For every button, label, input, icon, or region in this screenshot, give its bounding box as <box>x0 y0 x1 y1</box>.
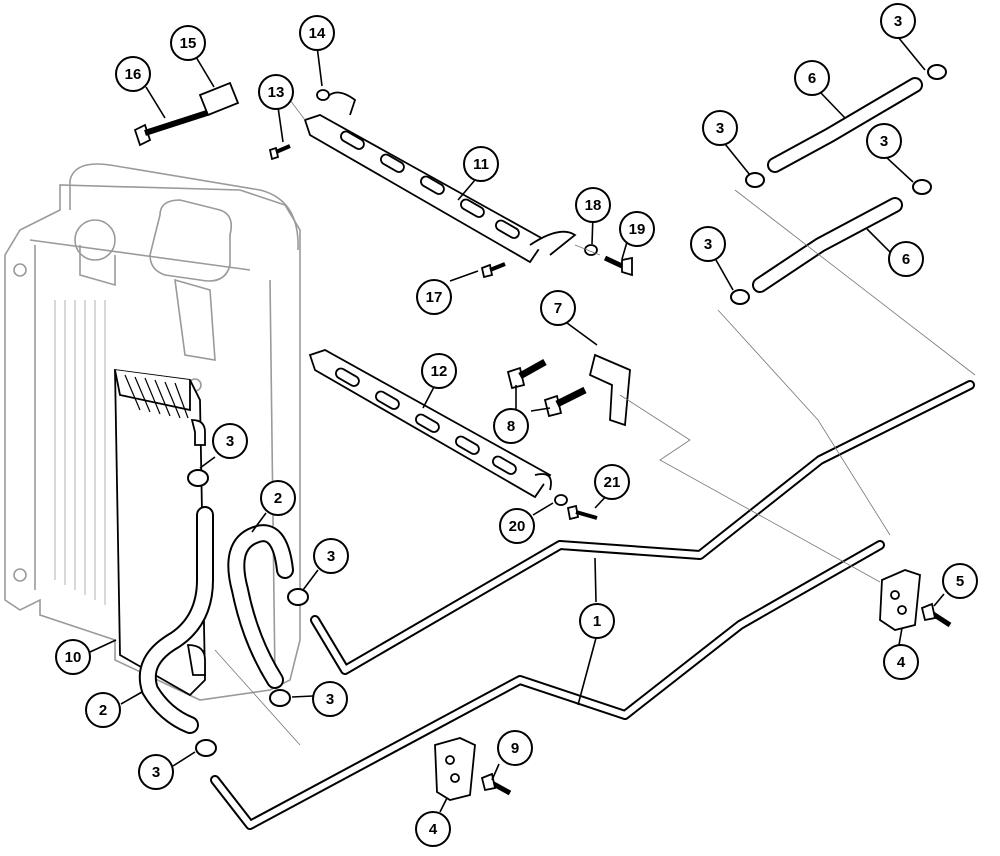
callout-11: 11 <box>463 146 499 182</box>
svg-text:3: 3 <box>327 548 335 565</box>
callout-17: 17 <box>416 279 452 315</box>
svg-text:17: 17 <box>426 289 443 306</box>
radiator-outline <box>4 163 301 701</box>
svg-text:16: 16 <box>125 66 142 83</box>
clamp-right <box>879 569 921 631</box>
svg-text:18: 18 <box>585 197 602 214</box>
svg-text:6: 6 <box>902 251 910 268</box>
callout-19: 19 <box>619 211 655 247</box>
callout-3-top-right: 3 <box>880 3 916 39</box>
svg-text:3: 3 <box>716 120 724 137</box>
callout-12: 12 <box>421 353 457 389</box>
svg-text:20: 20 <box>509 518 526 535</box>
assembly-lines <box>214 99 976 746</box>
svg-text:10: 10 <box>65 649 82 666</box>
callout-18: 18 <box>575 187 611 223</box>
callout-9: 9 <box>497 730 533 766</box>
callout-4-right: 4 <box>883 644 919 680</box>
svg-text:12: 12 <box>431 363 448 380</box>
svg-text:3: 3 <box>152 764 160 781</box>
callout-5: 5 <box>942 563 978 599</box>
svg-text:3: 3 <box>704 236 712 253</box>
hardware <box>133 81 952 796</box>
svg-text:21: 21 <box>604 474 621 491</box>
svg-text:5: 5 <box>956 573 964 590</box>
svg-text:19: 19 <box>629 221 646 238</box>
callout-2-left: 2 <box>85 692 121 728</box>
callout-6-lower: 6 <box>888 241 924 277</box>
bracket-lower <box>308 349 552 499</box>
callout-1: 1 <box>579 603 615 639</box>
hose-clamps <box>187 64 947 757</box>
svg-text:9: 9 <box>511 740 519 757</box>
callout-6-upper: 6 <box>794 60 830 96</box>
callout-2-middle: 2 <box>260 480 296 516</box>
clamp-bottom <box>434 737 476 801</box>
svg-text:1: 1 <box>593 613 601 630</box>
mounting-plate <box>588 353 631 427</box>
callout-3-middle: 3 <box>313 538 349 574</box>
svg-text:7: 7 <box>554 300 562 317</box>
svg-text:11: 11 <box>473 156 489 173</box>
callout-3-cooler-top: 3 <box>212 423 248 459</box>
svg-text:3: 3 <box>326 691 334 708</box>
callout-20: 20 <box>499 508 535 544</box>
callout-15: 15 <box>170 25 206 61</box>
callout-16: 16 <box>115 56 151 92</box>
svg-text:3: 3 <box>880 133 888 150</box>
svg-text:13: 13 <box>268 84 285 101</box>
callout-14: 14 <box>299 15 335 51</box>
svg-text:3: 3 <box>894 13 902 30</box>
callout-8: 8 <box>493 408 529 444</box>
svg-text:4: 4 <box>429 821 438 838</box>
callout-4-bottom: 4 <box>415 811 451 847</box>
svg-text:8: 8 <box>507 418 515 435</box>
callout-3-mid-left: 3 <box>690 226 726 262</box>
callout-21: 21 <box>594 464 630 500</box>
tube-lower <box>210 540 885 830</box>
oil-cooler <box>114 368 206 697</box>
svg-text:15: 15 <box>180 35 197 52</box>
callout-7: 7 <box>540 290 576 326</box>
callout-3-upper-left: 3 <box>702 110 738 146</box>
callout-3-lower-left: 3 <box>138 754 174 790</box>
bracket-upper <box>303 91 577 264</box>
svg-text:2: 2 <box>99 702 107 719</box>
callout-3-lower-middle: 3 <box>312 681 348 717</box>
svg-text:4: 4 <box>897 654 906 671</box>
svg-text:3: 3 <box>226 433 234 450</box>
callout-3-upper-right: 3 <box>866 123 902 159</box>
svg-text:2: 2 <box>274 490 282 507</box>
callout-10: 10 <box>55 639 91 675</box>
callout-13: 13 <box>258 74 294 110</box>
svg-text:6: 6 <box>808 70 816 87</box>
leader-lines <box>89 36 945 813</box>
svg-text:14: 14 <box>309 25 326 42</box>
